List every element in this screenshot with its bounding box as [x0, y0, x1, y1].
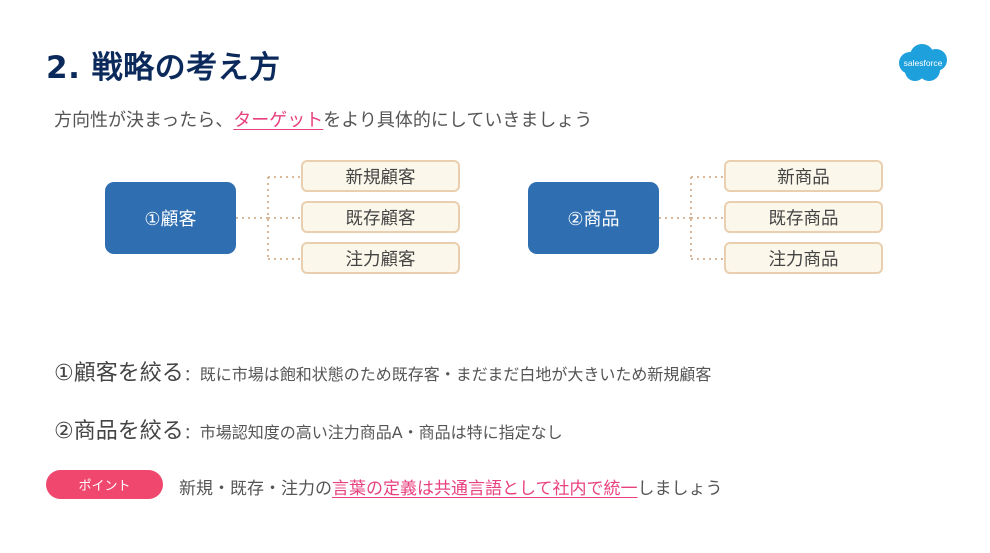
page-title: 2. 戦略の考え方 — [46, 50, 281, 86]
intro-highlight: ターゲット — [233, 110, 324, 131]
description-heading: ①顧客を絞る — [54, 361, 184, 386]
point-before: 新規・既存・注力の — [179, 479, 332, 499]
description-text: ：市場認知度の高い注力商品A・商品は特に指定なし — [183, 423, 563, 442]
leaf-existing-product: 既存商品 — [724, 201, 883, 233]
leaf-focus-product: 注力商品 — [724, 242, 883, 274]
intro-before: 方向性が決まったら、 — [54, 110, 234, 131]
intro-after: をより具体的にしていきましょう — [323, 110, 593, 131]
node-product: ②商品 — [528, 182, 659, 254]
logo-text: salesforce — [904, 58, 943, 68]
node-customer: ①顧客 — [105, 182, 236, 254]
leaf-new-customer: 新規顧客 — [301, 160, 460, 192]
point-highlight: 言葉の定義は共通言語として社内で統一 — [332, 479, 638, 499]
description-customer: ①顧客を絞る：既に市場は飽和状態のため既存客・まだまだ白地が大きいため新規顧客 — [54, 355, 711, 387]
description-text: ：既に市場は飽和状態のため既存客・まだまだ白地が大きいため新規顧客 — [183, 365, 712, 384]
salesforce-logo: salesforce — [899, 44, 947, 81]
point-badge: ポイント — [46, 470, 163, 499]
leaf-new-product: 新商品 — [724, 160, 883, 192]
point-after: しましょう — [637, 479, 723, 499]
description-heading: ②商品を絞る — [54, 419, 184, 444]
intro-text: 方向性が決まったら、ターゲットをより具体的にしていきましょう — [54, 106, 592, 132]
leaf-focus-customer: 注力顧客 — [301, 242, 460, 274]
leaf-existing-customer: 既存顧客 — [301, 201, 460, 233]
point-text: 新規・既存・注力の言葉の定義は共通言語として社内で統一しましょう — [179, 474, 723, 499]
description-product: ②商品を絞る：市場認知度の高い注力商品A・商品は特に指定なし — [54, 413, 563, 445]
